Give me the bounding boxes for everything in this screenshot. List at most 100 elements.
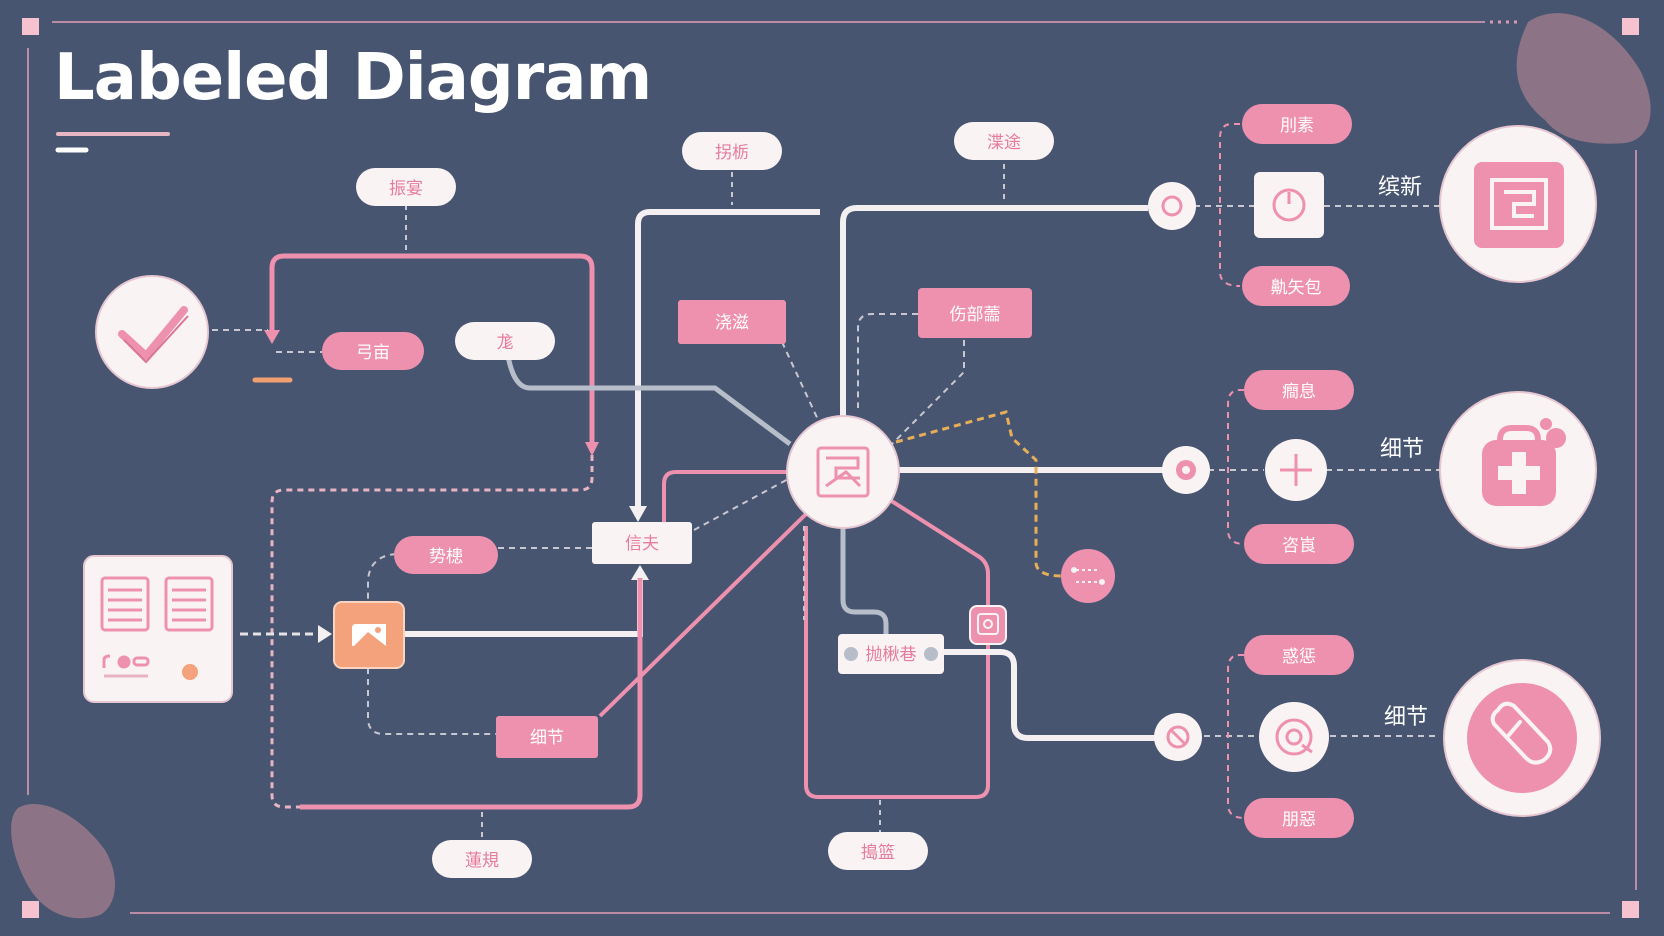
hub-picture-icon	[816, 446, 870, 498]
label-bottom-left[interactable]: 蓮規	[432, 840, 532, 878]
frame-border	[22, 18, 1639, 918]
label-text: 癎息	[1282, 382, 1316, 402]
label-text: 咨崀	[1282, 536, 1316, 556]
connector-grey-hub	[505, 355, 792, 447]
label-center-right-pink-box[interactable]: 伤部蘦	[918, 288, 1032, 338]
label-text: 朋惡	[1282, 810, 1316, 830]
small-badge-node[interactable]	[969, 605, 1007, 645]
badge-icon	[977, 613, 999, 635]
dots-icon	[1071, 567, 1105, 585]
arrow-head	[585, 442, 599, 456]
label-right-bot-upper[interactable]: 惑惩	[1244, 635, 1354, 675]
connector-dashed-left-loop	[270, 455, 594, 809]
label-right-top-upper[interactable]: 刖素	[1242, 104, 1352, 144]
ring-node-mid[interactable]	[1162, 446, 1210, 494]
connector-dashed-lower-left	[367, 668, 496, 735]
frame-circle[interactable]	[1439, 125, 1597, 283]
hub-node[interactable]	[786, 415, 900, 529]
label-bottom-center[interactable]: 搗篮	[828, 832, 928, 870]
label-lower-center-white-box[interactable]: 抛楸巷	[838, 634, 944, 674]
connector-pink-loop-top	[269, 253, 595, 448]
label-top-right[interactable]: 渫途	[954, 122, 1054, 160]
connector-right-top-bracket	[1219, 123, 1241, 287]
connector-right-bot-bracket	[1227, 654, 1245, 819]
ring-node-bottom[interactable]	[1154, 713, 1202, 761]
label-right-bot-lower[interactable]: 朋惡	[1244, 798, 1354, 838]
connector-white-top-right	[840, 205, 1148, 424]
label-text: 鼽矢包	[1271, 278, 1322, 298]
dots-node[interactable]	[1061, 549, 1115, 603]
label-right-mid-upper[interactable]: 癎息	[1244, 370, 1354, 410]
corner-blob-bottom-left	[11, 804, 116, 919]
label-text: 尨	[497, 333, 514, 353]
check-icon	[118, 306, 189, 364]
label-center-white-box[interactable]: 信夫	[592, 522, 692, 564]
label-text: 弓亩	[356, 343, 390, 363]
medical-bag-icon	[1482, 418, 1566, 506]
label-text: 惑惩	[1282, 647, 1316, 667]
connector-pink-badge	[888, 498, 990, 608]
pill-icon	[1490, 701, 1553, 765]
arrow-head	[264, 330, 280, 344]
label-left-white[interactable]: 尨	[455, 322, 555, 360]
arrow-head	[631, 565, 649, 580]
connector-pink-bottom-loop	[300, 578, 643, 810]
connector-dashed-right-box-2	[891, 340, 965, 445]
image-node[interactable]	[333, 601, 405, 669]
connector-grey-bottom	[840, 526, 889, 640]
connector-white-bottom-right	[944, 649, 1156, 741]
label-left-pink[interactable]: 弓亩	[322, 332, 424, 370]
corner-blob-top-right	[1516, 13, 1651, 144]
caption-right-mid: 细节	[1380, 437, 1424, 462]
ring-icon	[1176, 460, 1196, 480]
connector-white-top	[635, 209, 820, 508]
image-icon	[352, 624, 386, 646]
status-dot	[182, 664, 198, 680]
title-underline	[55, 132, 170, 153]
page-title: Labeled Diagram	[54, 41, 652, 115]
document-panel-icon	[100, 576, 214, 678]
label-text: 浇滋	[715, 313, 749, 333]
power-icon	[1272, 188, 1306, 222]
ring-icon	[1166, 725, 1190, 749]
label-text: 伤部蘦	[950, 305, 1001, 325]
arrow-head	[318, 625, 332, 643]
ring-icon	[1161, 195, 1183, 217]
ring-node-top[interactable]	[1148, 182, 1196, 230]
label-text: 蓮規	[465, 851, 499, 871]
arrow-head	[629, 506, 647, 522]
medical-circle[interactable]	[1439, 391, 1597, 549]
connector-image-to-center	[404, 578, 643, 637]
connector-dashed-right-box	[857, 313, 918, 408]
target-icon	[1275, 718, 1313, 756]
label-text: 拐栃	[715, 143, 749, 163]
label-text: 振宴	[389, 179, 423, 199]
power-node[interactable]	[1254, 172, 1324, 238]
connector-pink-box-hub	[662, 470, 790, 522]
label-top-center[interactable]: 拐栃	[682, 132, 782, 170]
label-text: 刖素	[1280, 116, 1314, 136]
label-text: 抛楸巷	[866, 645, 917, 665]
target-node[interactable]	[1259, 702, 1329, 772]
caption-right-bot: 细节	[1384, 705, 1428, 730]
label-lower-left-pink-box[interactable]: 细节	[496, 716, 598, 758]
label-text: 渫途	[987, 133, 1021, 153]
pill-circle[interactable]	[1443, 659, 1601, 817]
label-text: 势槵	[429, 547, 463, 567]
frame-icon	[1490, 178, 1548, 230]
label-text: 搗篮	[861, 843, 895, 863]
label-right-top-lower[interactable]: 鼽矢包	[1242, 266, 1350, 306]
label-top-left[interactable]: 振宴	[356, 168, 456, 206]
label-text: 细节	[530, 728, 564, 748]
label-mid-left-pink[interactable]: 势槵	[394, 536, 498, 574]
connector-pink-bottom-center	[804, 526, 990, 799]
plus-node[interactable]	[1265, 439, 1327, 501]
label-center-pink-box[interactable]: 浇滋	[678, 300, 786, 344]
document-panel[interactable]	[83, 555, 233, 703]
check-node[interactable]	[95, 275, 209, 389]
plus-icon	[1280, 454, 1312, 486]
connector-gold-dashed	[895, 410, 1063, 578]
connector-dashed-mid-left	[367, 553, 397, 602]
label-right-mid-lower[interactable]: 咨崀	[1244, 524, 1354, 564]
